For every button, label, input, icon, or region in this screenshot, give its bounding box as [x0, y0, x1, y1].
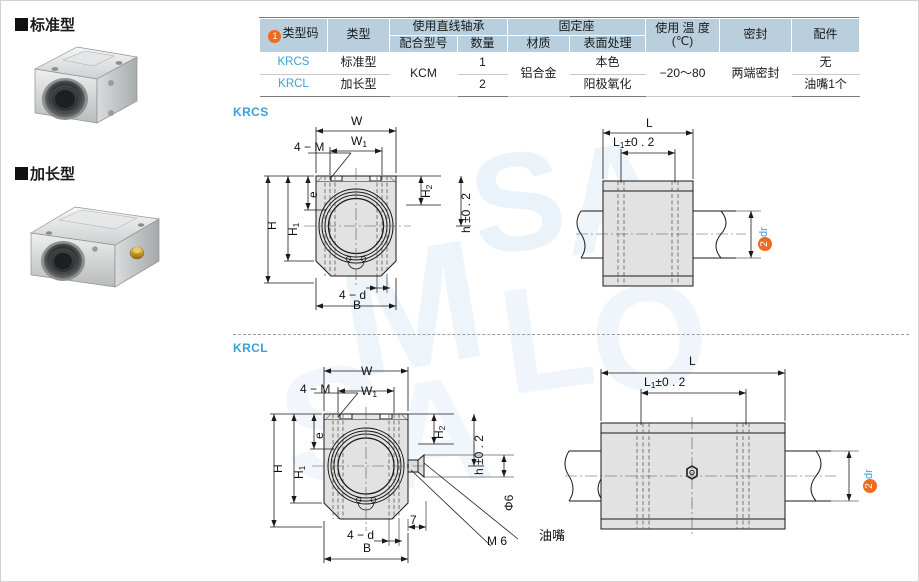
sidebar-item-label: 标准型 [30, 17, 76, 34]
section-divider [233, 334, 909, 335]
dim-label-h-tolerance: h ±0 . 2 [472, 435, 486, 475]
cell-temperature: −20～80 [645, 52, 720, 97]
dim-label-4-d: 4 − d [347, 528, 375, 542]
krcs-side-view [571, 113, 891, 313]
th-housing-group: 固定座 [507, 18, 647, 36]
table-row: KRCL 加长型 2 阳极氧化 油嘴1个 [259, 74, 860, 97]
section-tag-krcs: KRCS [233, 105, 269, 119]
th-housing-material: 材质 [507, 34, 571, 53]
dim-label-H2: H2 [432, 425, 447, 439]
dim-label-B: B [353, 298, 362, 312]
krcl-front-view [256, 351, 556, 576]
cell-bearing-model: KCM [389, 52, 458, 97]
krcl-side-view [561, 351, 911, 551]
square-bullet-icon [15, 167, 28, 180]
dim-label-dr: 2dr [758, 227, 772, 251]
th-bearing-qty: 数量 [456, 34, 509, 53]
extended-type-block-photo [19, 193, 169, 303]
dim-label-L: L [646, 116, 653, 130]
dim-label-4-M: 4 − M [294, 140, 325, 154]
grease-nipple [129, 246, 145, 260]
dim-label-e: e [306, 191, 320, 198]
dim-label-oil-nipple: 油嘴 [539, 528, 566, 543]
dim-label-H1: H1 [286, 222, 301, 236]
dim-label-H: H [271, 464, 285, 473]
badge-number-1: 1 [268, 30, 282, 44]
dim-label-B: B [363, 541, 372, 555]
dim-label-W1: W1 [361, 384, 378, 399]
table-header-row-2: 配合型号 数量 材质 表面处理 [260, 34, 860, 53]
dim-label-L1-tolerance: L1±0 . 2 [613, 135, 655, 150]
dim-label-depth-7: 7 [410, 513, 417, 527]
th-seal: 密封 [719, 18, 793, 53]
badge-number-2: 2 [863, 479, 877, 493]
cell-bearing-qty: 2 [457, 74, 508, 97]
cell-bearing-qty: 1 [457, 52, 508, 75]
dim-label-dr: 2dr [863, 469, 877, 493]
dim-label-W1: W1 [351, 134, 368, 149]
dim-label-L1-tolerance: L1±0 . 2 [644, 375, 686, 390]
dim-label-H2: H2 [419, 184, 434, 198]
dim-label-phi6: Φ6 [502, 494, 516, 511]
th-housing-surface: 表面处理 [569, 34, 647, 53]
dim-label-W: W [351, 114, 363, 128]
th-temperature: 使用 温 度 (℃) [645, 18, 721, 53]
cell-surface: 阳极氧化 [569, 74, 646, 97]
dim-label-H: H [265, 221, 279, 230]
dim-label-W: W [361, 364, 373, 378]
section-tag-krcl: KRCL [233, 341, 268, 355]
dim-label-L: L [689, 354, 696, 368]
th-type: 类型 [327, 18, 390, 53]
cell-seal: 两端密封 [719, 52, 792, 97]
th-accessory: 配件 [791, 18, 861, 53]
sidebar-item-extended: 加长型 [15, 163, 75, 184]
standard-type-block-photo [19, 39, 149, 134]
cell-type: 标准型 [327, 52, 390, 75]
dim-label-M6: M 6 [487, 534, 508, 548]
th-bearing-model: 配合型号 [389, 34, 458, 53]
cell-material: 铝合金 [507, 52, 570, 97]
dim-label-4-M: 4 − M [300, 382, 331, 396]
dim-label-h-tolerance: h ±0 . 2 [459, 193, 473, 233]
square-bullet-icon [15, 18, 28, 31]
dim-label-H1: H1 [292, 465, 307, 479]
dim-label-e: e [312, 432, 326, 439]
cell-accessory: 无 [791, 52, 860, 75]
badge-number-2: 2 [758, 237, 772, 251]
table-row: KRCS 标准型 KCM 1 铝合金 本色 −20～80 两端密封 无 [259, 52, 860, 97]
dim-label-4-d: 4 − d [339, 288, 367, 302]
cell-type: 加长型 [327, 74, 390, 97]
cell-surface: 本色 [569, 52, 646, 75]
cell-accessory: 油嘴1个 [791, 74, 860, 97]
cell-type-code: KRCS [259, 52, 328, 75]
sidebar-item-standard: 标准型 [15, 14, 75, 35]
cell-type-code: KRCL [259, 74, 328, 97]
sidebar-item-label: 加长型 [30, 166, 76, 183]
krcs-front-view [256, 113, 536, 318]
th-bearing-group: 使用直线轴承 [388, 18, 509, 36]
